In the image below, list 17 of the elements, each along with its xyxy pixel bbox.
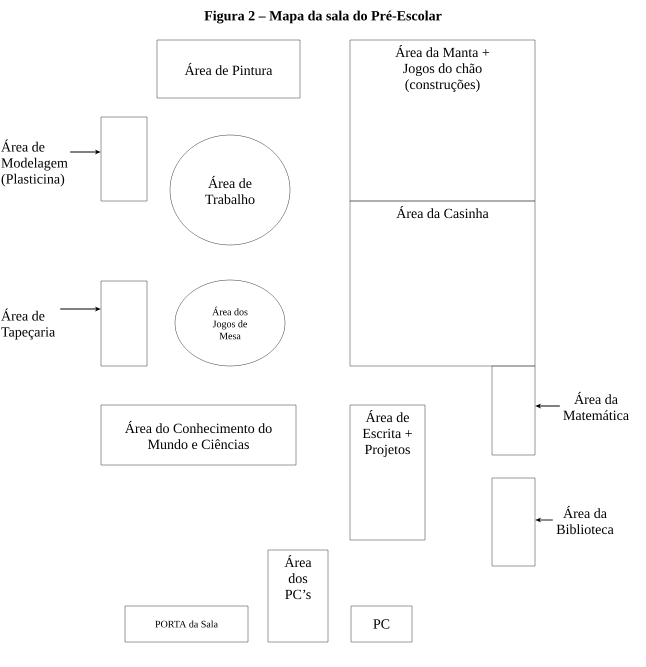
area-box: PORTA da Sala bbox=[124, 606, 248, 642]
area-box bbox=[492, 366, 536, 456]
area-label: Área de Tapeçaria bbox=[1, 308, 56, 340]
area-box: PC bbox=[350, 606, 412, 642]
area-box: Área do Conhecimento do Mundo e Ciências bbox=[100, 404, 296, 466]
area-box: Área de Escrita + Projetos bbox=[350, 404, 426, 540]
area-box: Área de Pintura bbox=[156, 40, 300, 98]
area-box: Área da Casinha bbox=[350, 200, 536, 366]
area-label: Área de Modelagem (Plasticina) bbox=[1, 140, 68, 186]
area-box bbox=[100, 280, 148, 366]
area-box: Área dos PC’s bbox=[268, 550, 328, 642]
area-box: Área da Manta + Jogos do chão (construções) bbox=[350, 40, 536, 202]
area-label: Área da Biblioteca bbox=[556, 506, 614, 534]
area-box bbox=[100, 116, 148, 202]
area-box bbox=[492, 478, 536, 566]
area-label: Área da Matemática bbox=[563, 392, 629, 420]
title: Figura 2 – Mapa da sala do Pré-Escolar bbox=[204, 10, 442, 24]
